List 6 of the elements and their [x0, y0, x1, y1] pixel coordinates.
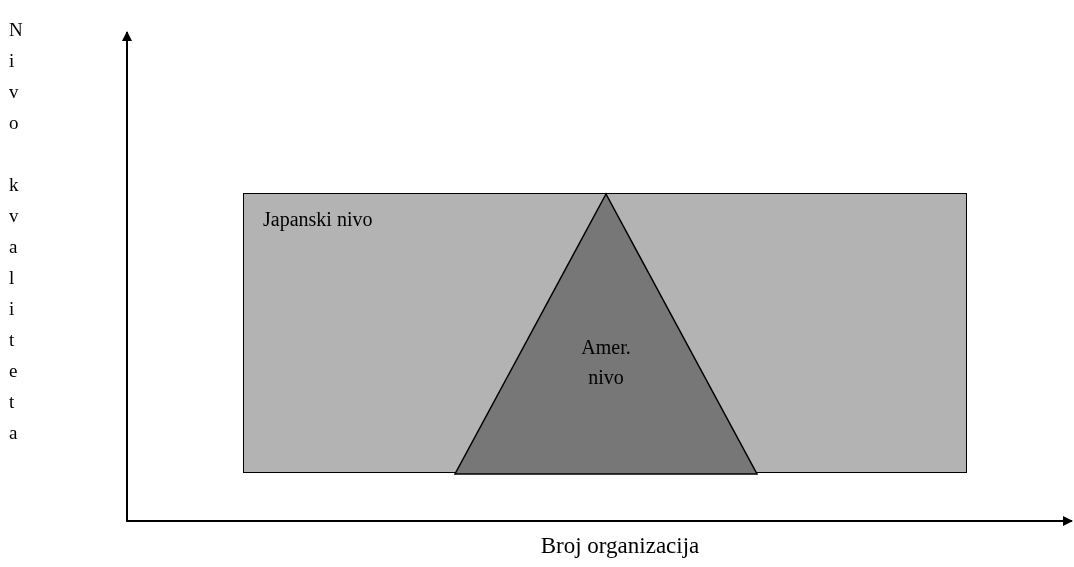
axis-title: Nivo kvaliteta: [9, 18, 24, 445]
region-label: Amer. nivo: [580, 335, 632, 390]
triangle-region: [455, 194, 757, 474]
axis-title: Broj organizacija: [539, 533, 701, 559]
rectangle-region: [243, 193, 967, 473]
region-label: Japanski nivo: [263, 208, 373, 231]
